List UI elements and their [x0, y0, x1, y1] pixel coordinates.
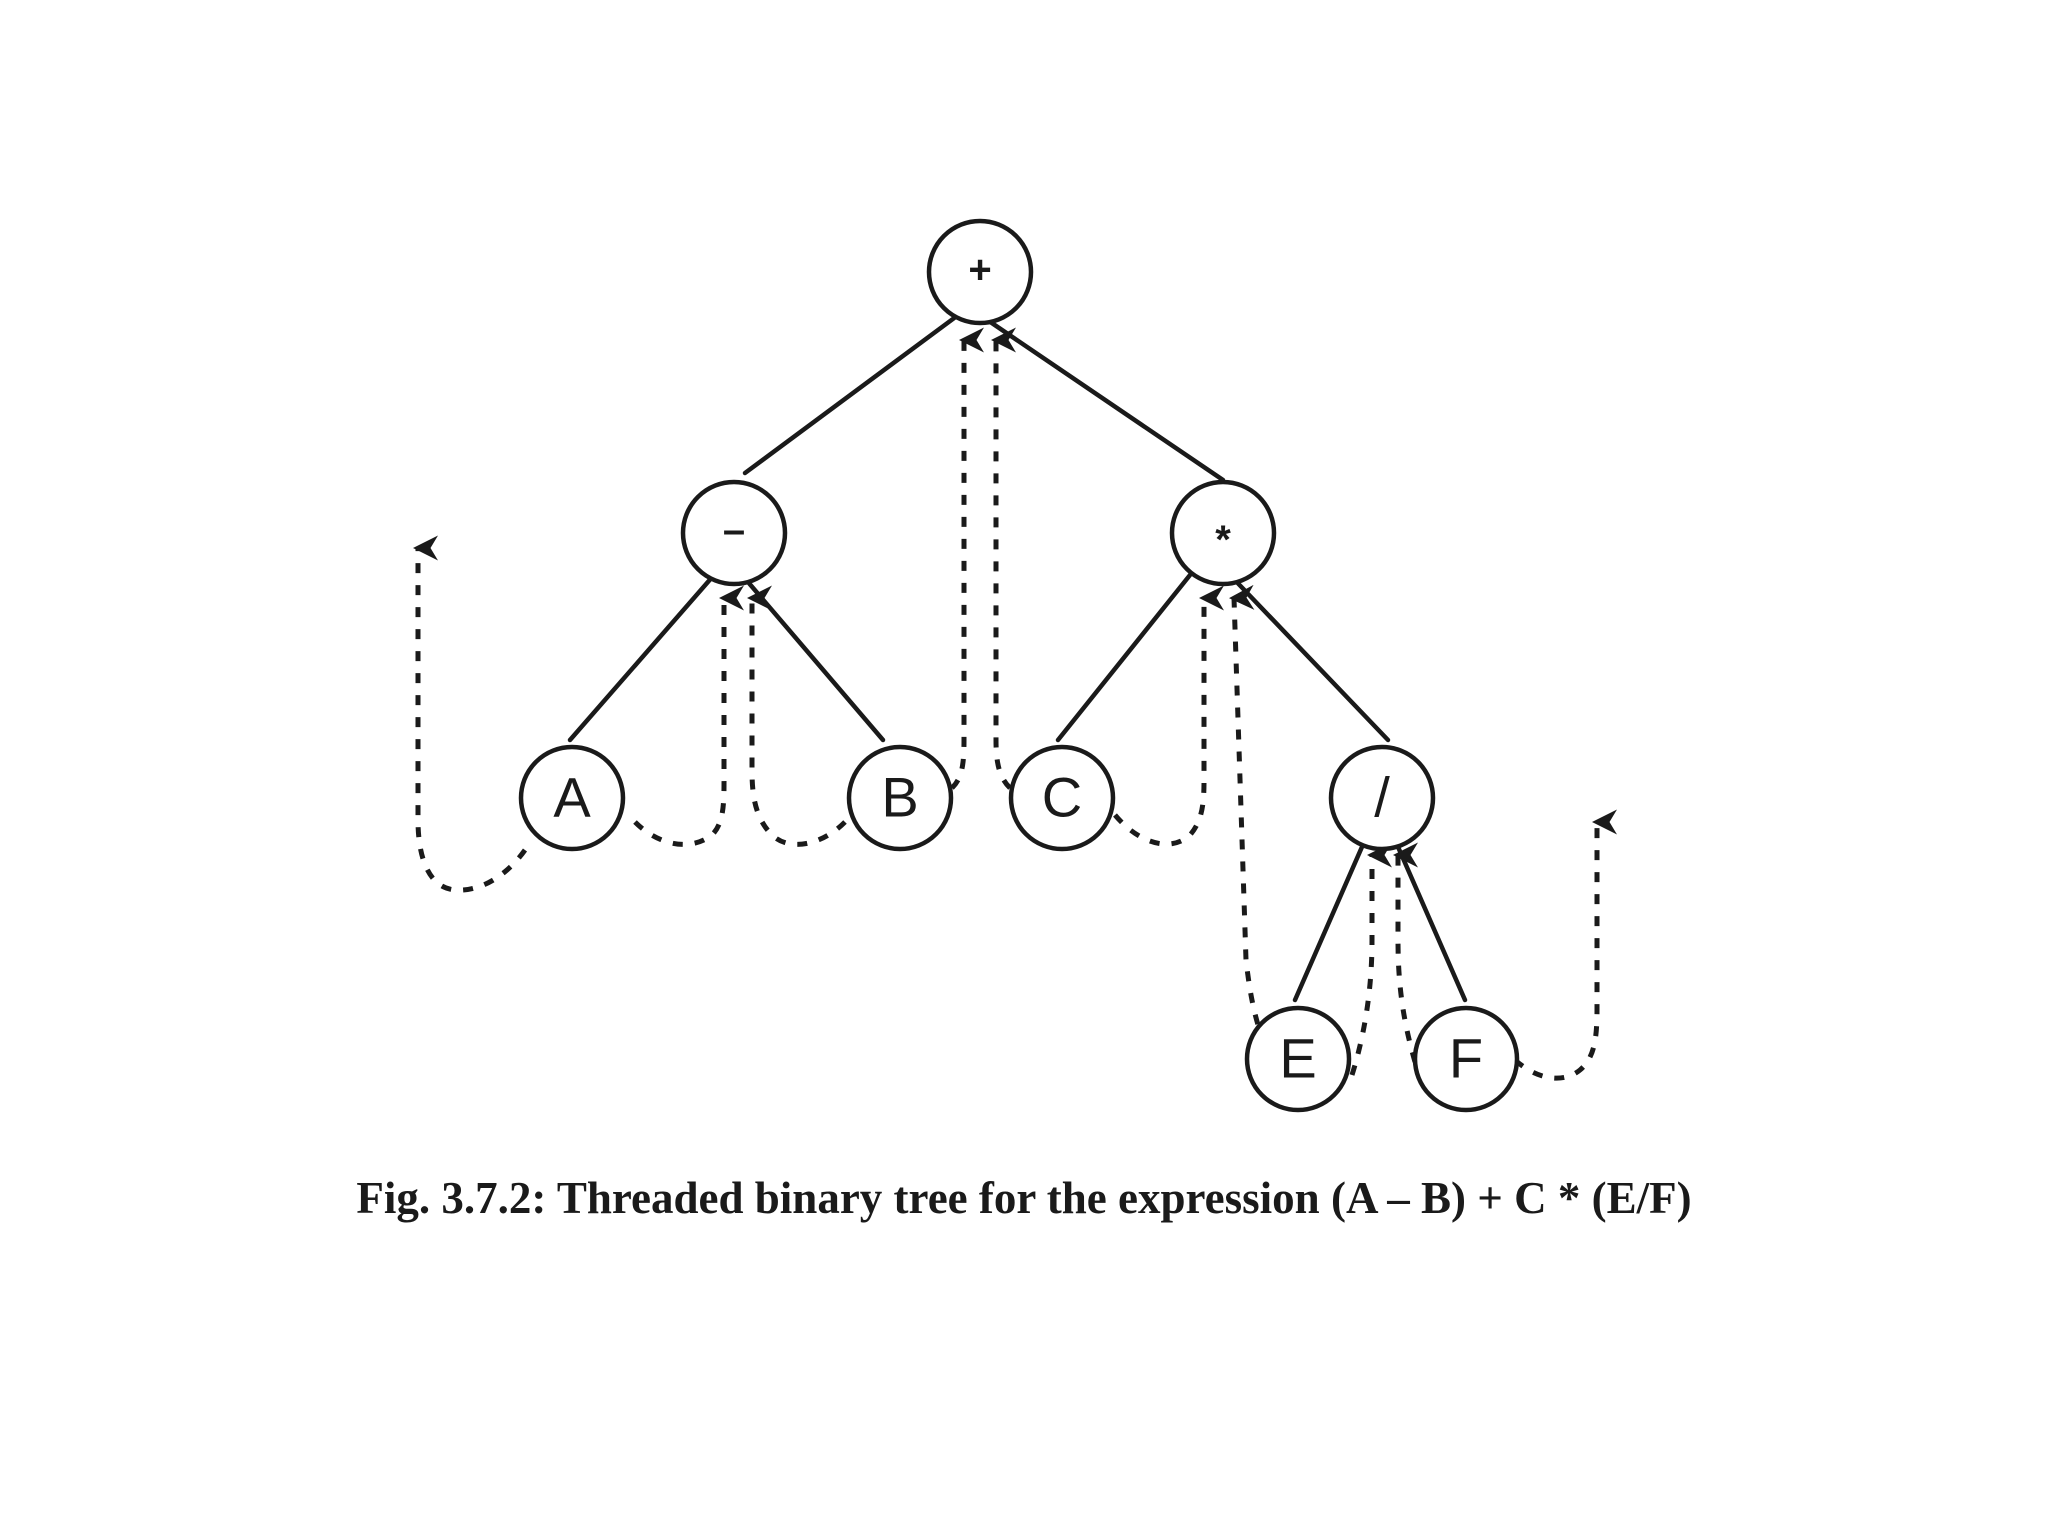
thread-c-to-plus	[991, 327, 1016, 790]
edge-slash-f	[1392, 837, 1468, 1003]
node-e-label: E	[1279, 1027, 1316, 1090]
node-star-circle	[1169, 479, 1277, 587]
node-star: *	[1169, 479, 1277, 587]
node-f-circle	[1412, 1005, 1520, 1113]
node-c: C	[1008, 744, 1116, 852]
thread-c-to-star	[1113, 585, 1224, 847]
node-a-label: A	[553, 766, 591, 829]
node-slash-circle	[1328, 744, 1436, 852]
thread-b-to-plus	[950, 327, 984, 790]
node-slash-label: /	[1374, 766, 1390, 829]
node-f: F	[1412, 1005, 1520, 1113]
node-plus-circle	[926, 218, 1034, 326]
edge-star-slash	[1227, 572, 1391, 743]
node-minus-circle	[680, 479, 788, 587]
node-plus: +	[926, 218, 1034, 326]
node-c-circle	[1008, 744, 1116, 852]
node-minus-label: –	[723, 508, 745, 552]
node-star-label: *	[1215, 518, 1231, 562]
edge-plus-minus	[742, 307, 968, 476]
tree-edges	[567, 307, 1468, 1003]
node-e: E	[1244, 1005, 1352, 1113]
figure-caption: Fig. 3.7.2: Threaded binary tree for the…	[356, 1173, 1692, 1223]
thread-e-to-star	[1229, 584, 1268, 1046]
edge-plus-star	[977, 312, 1226, 483]
edge-minus-a	[567, 572, 717, 743]
thread-b-to-minus	[747, 585, 847, 847]
node-b: B	[846, 744, 954, 852]
node-slash: /	[1328, 744, 1436, 852]
edge-star-c	[1055, 572, 1193, 743]
node-f-label: F	[1449, 1027, 1483, 1090]
edge-minus-b	[739, 572, 886, 743]
node-e-circle	[1244, 1005, 1352, 1113]
thread-f-right-null	[1513, 809, 1617, 1081]
node-plus-label: +	[968, 248, 991, 292]
node-minus: –	[680, 479, 788, 587]
thread-a-to-minus	[633, 585, 744, 847]
edge-slash-e	[1292, 837, 1368, 1003]
node-a-circle	[518, 744, 626, 852]
node-a: A	[518, 744, 626, 852]
thread-e-to-slash	[1349, 842, 1392, 1076]
thread-a-left-null	[413, 535, 528, 893]
node-b-label: B	[881, 766, 918, 829]
tree-nodes: + – * A B C / E	[518, 218, 1520, 1113]
node-c-label: C	[1042, 766, 1082, 829]
node-b-circle	[846, 744, 954, 852]
thread-f-to-slash	[1393, 842, 1418, 1063]
